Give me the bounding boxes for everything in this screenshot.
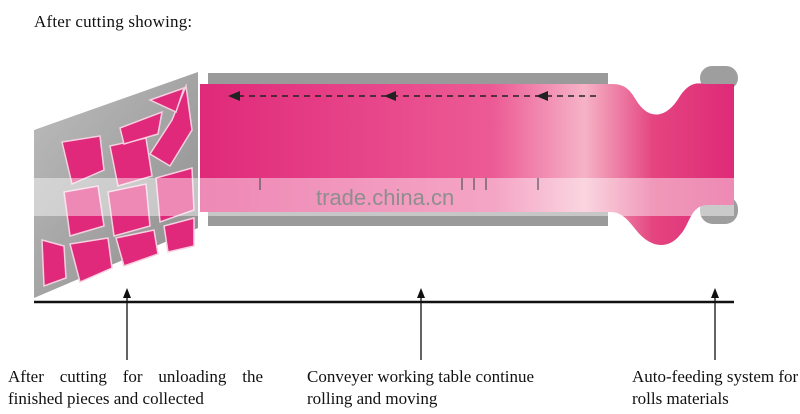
pointer-arrow-feeding (711, 288, 719, 360)
caption-feeding: Auto-feeding system for rolls materials (632, 367, 799, 408)
pointer-arrow-unloading (123, 288, 131, 360)
caption-unloading: After cutting for unloading the finished… (8, 367, 263, 408)
conveyor-frame (208, 73, 608, 226)
pointer-arrow-conveyer (417, 288, 425, 360)
cut-pieces (41, 83, 195, 288)
material-sheet (200, 83, 734, 246)
caption-conveyer: Conveyer working table continue rolling … (307, 367, 535, 408)
table-ticks (259, 178, 539, 190)
watermark-band (34, 178, 734, 216)
diagram-title: After cutting showing: (34, 12, 193, 31)
watermark-text: trade.china.cn (316, 185, 454, 210)
flow-arrowheads (228, 91, 548, 101)
